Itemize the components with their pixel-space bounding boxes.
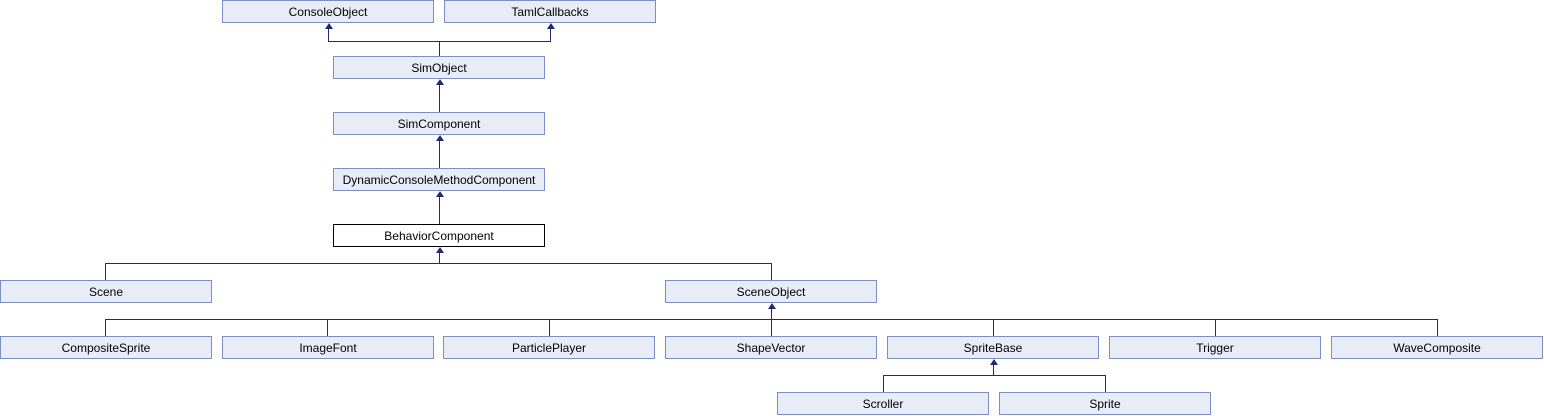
node-scroller[interactable]: Scroller [777, 392, 989, 415]
node-label-wave-composite: WaveComposite [1393, 340, 1481, 355]
arrowhead-simcomponent [436, 135, 444, 141]
edge-to-consoleobject [328, 29, 329, 42]
edge-to-particleplayer [549, 319, 550, 336]
edge-to-compositesprite [105, 319, 106, 336]
edge-to-shapevector [771, 319, 772, 336]
edge-spritebase-down-stem [993, 365, 994, 376]
node-label-shape-vector: ShapeVector [736, 340, 806, 355]
node-image-font[interactable]: ImageFont [222, 336, 434, 359]
node-sim-object[interactable]: SimObject [333, 56, 545, 79]
node-label-sim-object: SimObject [411, 60, 467, 75]
edge-simobject-bar [328, 41, 551, 42]
edge-simobject-stem [439, 41, 440, 56]
edge-simcomponent-to-simobject [439, 85, 440, 112]
node-label-composite-sprite: CompositeSprite [61, 340, 151, 355]
node-wave-composite[interactable]: WaveComposite [1331, 336, 1543, 359]
arrowhead-dcmc [436, 191, 444, 197]
arrowhead-sceneobject [768, 303, 776, 309]
node-console-object[interactable]: ConsoleObject [222, 0, 434, 23]
node-sprite-base[interactable]: SpriteBase [887, 336, 1099, 359]
node-composite-sprite[interactable]: CompositeSprite [0, 336, 212, 359]
node-label-scene-object: SceneObject [736, 284, 806, 299]
edge-to-imagefont [327, 319, 328, 336]
node-scene[interactable]: Scene [0, 280, 212, 303]
node-behavior-component[interactable]: BehaviorComponent [333, 224, 545, 247]
edge-behaviorcomponent-down-stem [439, 253, 440, 264]
node-trigger[interactable]: Trigger [1109, 336, 1321, 359]
node-particle-player[interactable]: ParticlePlayer [443, 336, 655, 359]
edge-to-trigger [1215, 319, 1216, 336]
node-label-scene: Scene [88, 284, 124, 299]
node-label-taml-callbacks: TamlCallbacks [511, 4, 589, 19]
edge-to-spritebase [993, 319, 994, 336]
edge-row-bar-scene [105, 263, 772, 264]
node-label-scroller: Scroller [862, 396, 904, 411]
arrowhead-spritebase [990, 359, 998, 365]
node-label-console-object: ConsoleObject [288, 4, 368, 19]
edge-to-scroller [883, 375, 884, 392]
node-label-sprite-base: SpriteBase [963, 340, 1023, 355]
edge-to-wavecomposite [1437, 319, 1438, 336]
node-label-particle-player: ParticlePlayer [511, 340, 587, 355]
node-sim-component[interactable]: SimComponent [333, 112, 545, 135]
arrowhead-consoleobject [325, 23, 333, 29]
edge-to-sceneobject [771, 263, 772, 280]
node-scene-object[interactable]: SceneObject [665, 280, 877, 303]
node-dynamic-console-method-component[interactable]: DynamicConsoleMethodComponent [333, 168, 545, 191]
arrowhead-behaviorcomponent [436, 247, 444, 253]
edge-sceneobject-down-stem [771, 309, 772, 320]
node-label-sprite: Sprite [1089, 396, 1121, 411]
edge-to-scene [105, 263, 106, 280]
node-shape-vector[interactable]: ShapeVector [665, 336, 877, 359]
edge-to-tamlcallbacks [550, 29, 551, 42]
edge-row-bar-spritebase-children [883, 375, 1105, 376]
edge-dcmc-to-simcomponent [439, 141, 440, 168]
node-label-image-font: ImageFont [299, 340, 357, 355]
arrowhead-tamlcallbacks [547, 23, 555, 29]
node-label-behavior-component: BehaviorComponent [384, 228, 494, 243]
edge-behaviorcomponent-to-dcmc [439, 197, 440, 224]
arrowhead-simobject [436, 79, 444, 85]
node-label-trigger: Trigger [1196, 340, 1234, 355]
node-sprite[interactable]: Sprite [999, 392, 1211, 415]
node-label-sim-component: SimComponent [397, 116, 481, 131]
node-label-dynamic-console-method-component: DynamicConsoleMethodComponent [342, 172, 536, 187]
edge-to-sprite [1105, 375, 1106, 392]
node-taml-callbacks[interactable]: TamlCallbacks [444, 0, 656, 23]
